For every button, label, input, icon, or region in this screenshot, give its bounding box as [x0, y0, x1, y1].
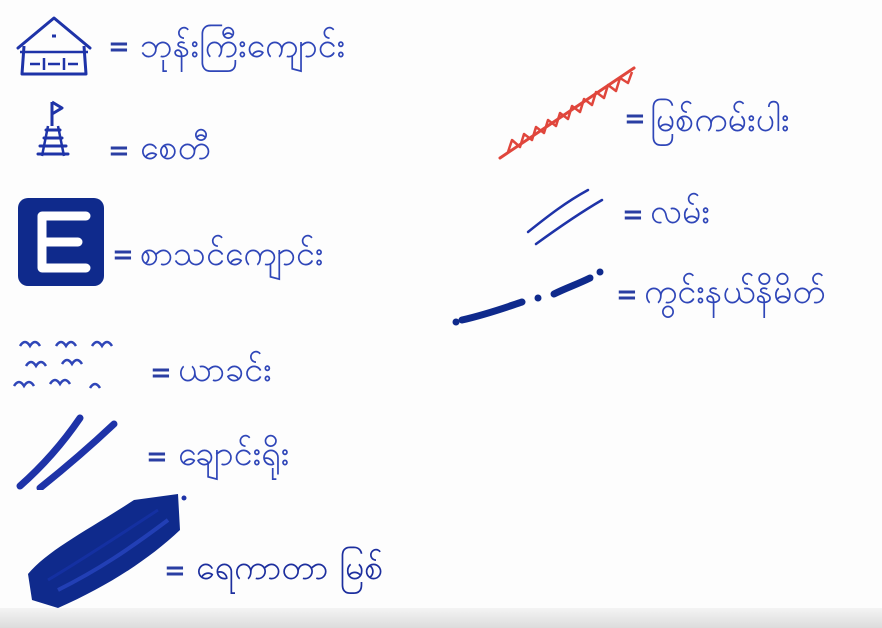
label-pagoda: စေတီ	[140, 128, 211, 168]
label-road: လမ်း	[650, 192, 710, 232]
label-monastery: ဘုန်းကြီးကျောင်း	[140, 26, 346, 66]
monastery-icon	[16, 16, 92, 76]
label-river-bank: မြစ်ကမ်းပါး	[650, 100, 790, 140]
scan-edge-shadow	[0, 608, 882, 628]
equals-sign: =	[112, 240, 134, 270]
boundary-icon	[452, 268, 604, 326]
legend-entry-reservoir: = ရေကာတာ မြစ်	[0, 490, 440, 608]
legend-entry-field: = ယာခင်း	[0, 326, 420, 406]
label-reservoir: ရေကာတာ မြစ်	[196, 548, 384, 588]
legend-entry-road: = လမ်း	[510, 176, 880, 256]
equals-sign: =	[624, 104, 646, 134]
legend-entry-monastery: = ဘုန်းကြီးကျောင်း	[0, 0, 420, 90]
field-icon	[12, 340, 114, 389]
legend-entry-pagoda: = စေတီ	[0, 92, 420, 182]
reservoir-icon	[28, 494, 187, 608]
equals-sign: =	[622, 200, 644, 230]
equals-sign: =	[616, 280, 638, 310]
equals-sign: =	[164, 556, 186, 586]
label-field: ယာခင်း	[178, 350, 272, 390]
label-village-boundary: ကွင်းနယ်နိမိတ်	[644, 272, 826, 312]
legend-entry-school: = စာသင်ကျောင်း	[0, 194, 430, 294]
stream-icon	[16, 414, 118, 490]
pagoda-icon	[36, 100, 70, 157]
label-stream: ချောင်းရိုး	[178, 434, 290, 474]
river-bank-icon	[498, 66, 636, 160]
equals-sign: =	[146, 442, 168, 472]
school-icon	[18, 198, 104, 286]
legend-entry-stream: = ချောင်းရိုး	[0, 410, 420, 490]
legend-entry-river-bank: = မြစ်ကမ်းပါး	[490, 60, 880, 180]
equals-sign: =	[108, 136, 130, 166]
equals-sign: =	[150, 358, 172, 388]
label-school: စာသင်ကျောင်း	[140, 234, 324, 274]
legend-entry-village-boundary: = ကွင်းနယ်နိမိတ်	[448, 250, 880, 340]
equals-sign: =	[108, 32, 130, 62]
road-icon	[526, 188, 604, 246]
